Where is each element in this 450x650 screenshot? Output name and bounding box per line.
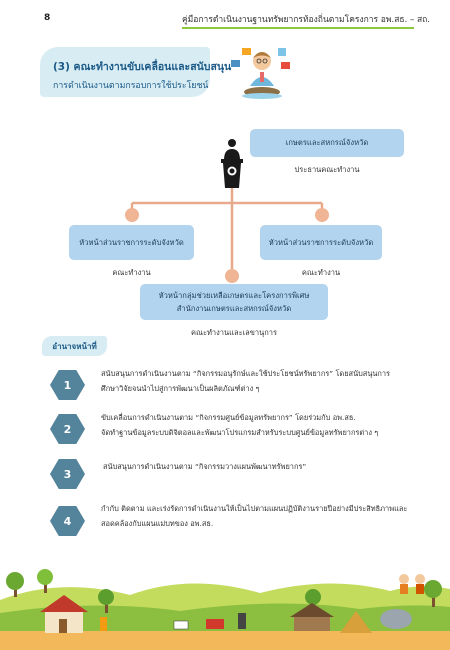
duties-label: อำนาจหน้าที่ [42,336,107,356]
duty-2-line1: ขับเคลื่อนการดำเนินงานตาม “กิจกรรมศูนย์ข… [101,413,356,422]
header-rule [182,27,414,29]
section-subtitle: การดำเนินงานตามกรอบการใช้ประโยชน์ [53,81,209,91]
podium-icon [221,139,243,188]
farm-landscape-illustration [0,555,450,650]
tractor-icon [206,619,224,629]
duty-item-1: สนับสนุนการดำเนินงานตาม “กิจกรรมอนุรักษ์… [101,366,426,396]
businessman-illustration [231,48,290,99]
elephant-icon [380,609,412,629]
duty-number-4: 4 [50,506,85,536]
duty-1-line1: สนับสนุนการดำเนินงานตาม “กิจกรรมอนุรักษ์… [101,369,391,378]
duty-item-2: ขับเคลื่อนการดำเนินงานตาม “กิจกรรมศูนย์ข… [101,410,426,440]
calendar-icon [281,62,290,69]
org-chart-connectors [125,186,329,283]
duty-3-line1: สนับสนุนการดำเนินงานตาม “กิจกรรมวางแผนพั… [103,462,307,471]
cow-icon [173,620,189,630]
duty-4-line2: สอดคล้องกับแผนแม่บทของ อพ.สธ. [101,519,214,528]
duty-item-4: กำกับ ติดตาม และเร่งรัดการดำเนินงานให้เป… [101,501,426,531]
haystack-icon [340,611,372,633]
org-box-bottom-line2: สำนักงานเกษตรและสหกรณ์จังหวัด [176,304,292,313]
duty-1-line2: ศึกษาวิจัยจนนำไปสู่การพัฒนาเป็นผลิตภัณฑ์… [101,384,260,393]
gear-icon [278,48,286,56]
farmer-icon [238,613,246,629]
chart-icon [231,60,240,67]
duty-item-3: สนับสนุนการดำเนินงานตาม “กิจกรรมวางแผนพั… [103,459,428,474]
house-icon [40,595,88,633]
section-title-box [40,47,210,97]
duty-2-line2: จัดทำฐานข้อมูลระบบดิจิตอลและพัฒนาโปรแกรม… [101,428,379,437]
envelope-icon [242,48,251,55]
villager-icon [100,617,107,631]
duty-number-1: 1 [50,370,85,400]
org-caption-top: ประธานคณะทำงาน [294,165,360,174]
duty-number-2: 2 [50,414,85,444]
org-box-right: หัวหน้าส่วนราชการระดับจังหวัด [260,225,382,260]
org-box-bottom: หัวหน้ากลุ่มช่วยเหลือเกษตรและโครงการพิเศ… [140,284,328,320]
org-box-left: หัวหน้าส่วนราชการระดับจังหวัด [69,225,194,260]
org-box-bottom-line1: หัวหน้ากลุ่มช่วยเหลือเกษตรและโครงการพิเศ… [158,291,310,300]
org-caption-left: คณะทำงาน [112,268,151,277]
duty-4-line1: กำกับ ติดตาม และเร่งรัดการดำเนินงานให้เป… [101,504,408,513]
children-icon [399,574,425,594]
section-title: (3) คณะทำงานขับเคลื่อนและสนับสนุน [53,61,232,73]
running-header: คู่มือการดำเนินงานฐานทรัพยากรท้องถิ่นตาม… [182,15,430,25]
page-number: 8 [44,13,51,23]
org-caption-bottom: คณะทำงานและเลขานุการ [190,328,278,337]
org-caption-right: คณะทำงาน [301,268,341,277]
org-box-top: เกษตรและสหกรณ์จังหวัด [250,129,404,157]
duty-number-3: 3 [50,459,85,489]
hut-icon [290,603,334,631]
